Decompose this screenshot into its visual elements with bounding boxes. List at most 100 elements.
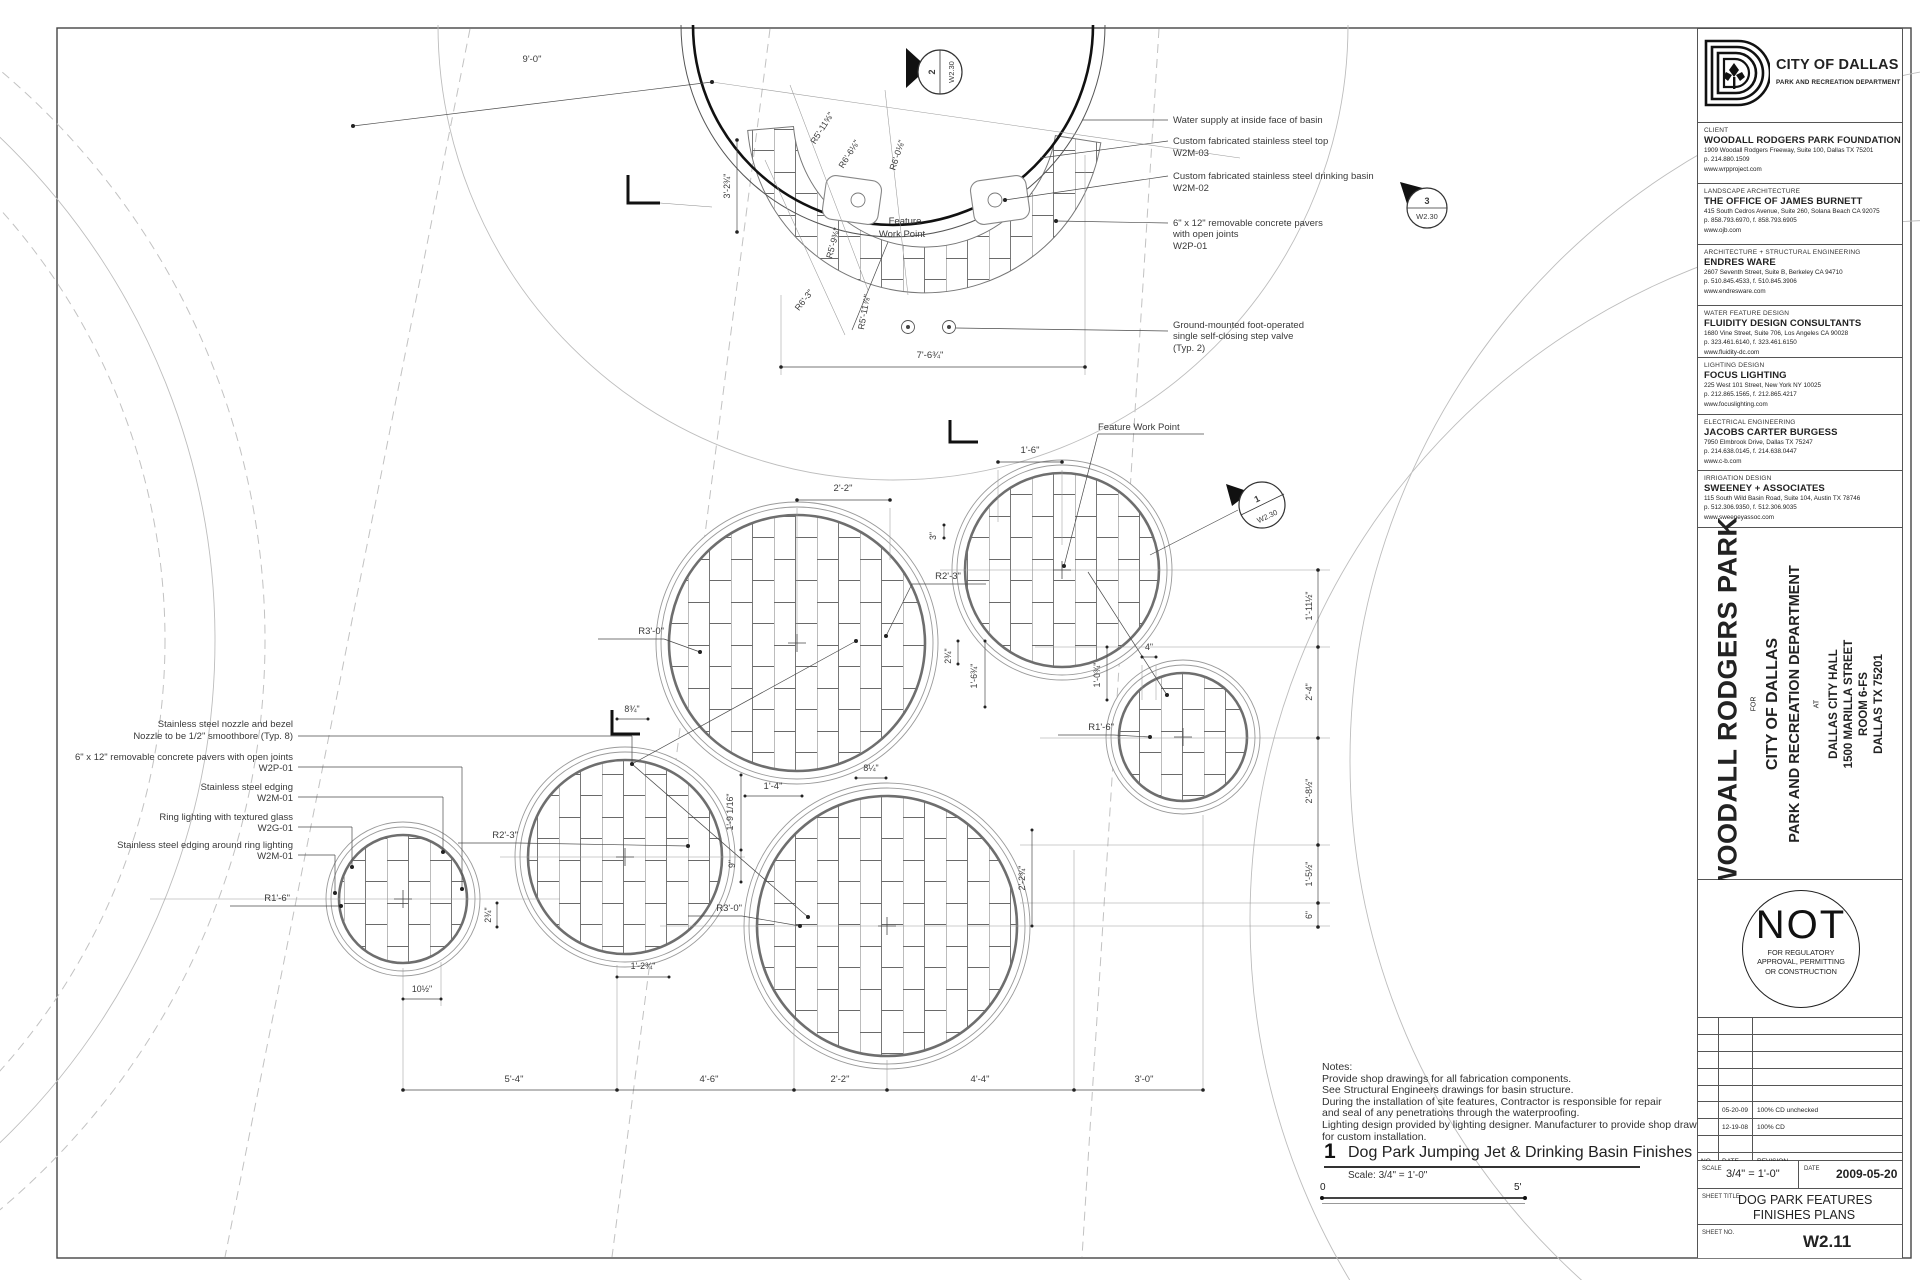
svg-text:1'-2¾": 1'-2¾" bbox=[631, 961, 656, 971]
view-number: 1 bbox=[1324, 1140, 1336, 1163]
center-crosshairs bbox=[394, 561, 1192, 935]
detail-sheet: W2.30 bbox=[1416, 212, 1438, 221]
svg-text:W2G-01: W2G-01 bbox=[258, 823, 293, 834]
consultant-electrical: ELECTRICAL ENGINEERING JACOBS CARTER BUR… bbox=[1698, 415, 1902, 471]
svg-text:Work Point: Work Point bbox=[879, 229, 926, 240]
svg-text:R6'-6⅛": R6'-6⅛" bbox=[836, 138, 861, 170]
revision-row: 05-20-09 100% CD unchecked bbox=[1698, 1102, 1902, 1120]
svg-text:Ring lighting with textured gl: Ring lighting with textured glass bbox=[159, 812, 293, 823]
svg-text:4": 4" bbox=[1145, 642, 1153, 652]
svg-text:8¾": 8¾" bbox=[624, 704, 639, 714]
title-block: CITY OF DALLAS PARK AND RECREATION DEPAR… bbox=[1697, 28, 1903, 1258]
detail-number: 3 bbox=[1424, 196, 1429, 206]
svg-text:2'-8½": 2'-8½" bbox=[1304, 779, 1314, 804]
section-cut-marks bbox=[610, 175, 978, 736]
not-stamp: NOT FOR REGULATORY APPROVAL, PERMITTING … bbox=[1698, 880, 1902, 1018]
consultant-lighting: LIGHTING DESIGN FOCUS LIGHTING 225 West … bbox=[1698, 358, 1902, 415]
svg-text:R1'-6": R1'-6" bbox=[264, 893, 290, 904]
svg-text:2'-2": 2'-2" bbox=[831, 1074, 850, 1085]
svg-text:Nozzle to be 1/2" smoothbore: Nozzle to be 1/2" smoothbore (Typ. 8) bbox=[133, 731, 293, 742]
svg-text:W2P-01: W2P-01 bbox=[1173, 241, 1207, 252]
svg-text:3'-2¾": 3'-2¾" bbox=[722, 174, 732, 199]
svg-text:3'-0": 3'-0" bbox=[1135, 1074, 1154, 1085]
dim: 9'-0" bbox=[523, 54, 542, 65]
svg-text:7'-6¾": 7'-6¾" bbox=[917, 350, 944, 361]
svg-text:R2'-3": R2'-3" bbox=[492, 830, 518, 841]
svg-text:1'-11½": 1'-11½" bbox=[1304, 591, 1314, 620]
svg-text:2'-2": 2'-2" bbox=[834, 483, 853, 494]
scale-bar: 0 5' bbox=[1318, 1182, 1530, 1210]
detail-number: 1 bbox=[1253, 493, 1262, 504]
date-value: 2009-05-20 bbox=[1836, 1167, 1898, 1181]
dimension-lines bbox=[230, 81, 1319, 1091]
svg-text:3": 3" bbox=[928, 532, 938, 540]
feature-circles bbox=[325, 459, 1261, 1070]
city-of-dallas-logo bbox=[1704, 39, 1770, 107]
consultant-water-feature: WATER FEATURE DESIGN FLUIDITY DESIGN CON… bbox=[1698, 306, 1902, 358]
sheet-border bbox=[56, 27, 1912, 1259]
feature-work-point-label: Feature Work Point bbox=[1098, 422, 1180, 433]
agency-name: CITY OF DALLAS bbox=[1776, 57, 1899, 73]
svg-text:2'-4": 2'-4" bbox=[1304, 683, 1314, 701]
view-scale: Scale: 3/4" = 1'-0" bbox=[1348, 1170, 1428, 1181]
svg-text:R6'-3": R6'-3" bbox=[793, 288, 816, 313]
svg-text:W2M-03: W2M-03 bbox=[1173, 148, 1209, 159]
circle-r3-0-upper bbox=[655, 501, 939, 785]
svg-text:R5'-11⅞": R5'-11⅞" bbox=[856, 294, 872, 331]
svg-text:1'-4": 1'-4" bbox=[764, 781, 783, 792]
dimension-dots bbox=[333, 80, 1320, 1092]
sheet-number: W2.11 bbox=[1803, 1232, 1852, 1251]
note-line: Notes: bbox=[1322, 1061, 1353, 1073]
svg-text:Stainless steel edging: Stainless steel edging bbox=[201, 782, 293, 793]
svg-text:Custom fabricated stainless st: Custom fabricated stainless steel top bbox=[1173, 136, 1328, 147]
view-title: Dog Park Jumping Jet & Drinking Basin Fi… bbox=[1348, 1144, 1729, 1161]
sheet-title-box: SHEET TITLE DOG PARK FEATURES FINISHES P… bbox=[1698, 1189, 1902, 1225]
svg-text:9": 9" bbox=[727, 860, 737, 868]
project-title-panel: WOODALL RODGERS PARK FOR CITY OF DALLAS … bbox=[1698, 516, 1902, 892]
consultant-irrigation: IRRIGATION DESIGN SWEENEY + ASSOCIATES 1… bbox=[1698, 471, 1902, 528]
svg-text:2'-2¾": 2'-2¾" bbox=[1017, 866, 1027, 891]
stamp-big: NOT bbox=[1755, 903, 1847, 947]
scale-value: 3/4" = 1'-0" bbox=[1726, 1168, 1780, 1180]
sheet-title: DOG PARK FEATURES bbox=[1738, 1193, 1873, 1207]
svg-text:4'-6": 4'-6" bbox=[700, 1074, 719, 1085]
scale-bar-start: 0 bbox=[1320, 1182, 1326, 1193]
svg-text:W2P-01: W2P-01 bbox=[259, 763, 293, 774]
step-valve-symbols bbox=[901, 320, 956, 334]
notes-block: Notes: Provide shop drawings for all fab… bbox=[1322, 1061, 1920, 1143]
svg-text:R3'-0": R3'-0" bbox=[716, 903, 742, 914]
svg-text:4'-4": 4'-4" bbox=[971, 1074, 990, 1085]
svg-text:1'-0¾": 1'-0¾" bbox=[1092, 663, 1102, 688]
svg-text:R1'-6": R1'-6" bbox=[1088, 722, 1114, 733]
svg-text:10½": 10½" bbox=[412, 984, 432, 994]
view-title-underline bbox=[1324, 1166, 1640, 1168]
paver-band bbox=[747, 125, 1102, 294]
svg-text:1'-6": 1'-6" bbox=[1021, 445, 1040, 456]
detail-sheet: W2.30 bbox=[947, 61, 956, 83]
revision-table: 05-20-09 100% CD unchecked 12-19-08 100%… bbox=[1698, 1018, 1902, 1170]
agency-header: CITY OF DALLAS PARK AND RECREATION DEPAR… bbox=[1698, 29, 1902, 123]
scale-date-row: SCALE 3/4" = 1'-0" DATE 2009-05-20 bbox=[1698, 1161, 1902, 1189]
stamp-small: FOR REGULATORY APPROVAL, PERMITTING OR C… bbox=[1757, 948, 1845, 976]
svg-text:2¾": 2¾" bbox=[483, 907, 493, 922]
svg-text:Custom fabricated stainless st: Custom fabricated stainless steel drinki… bbox=[1173, 171, 1374, 182]
detail-number: 2 bbox=[927, 69, 937, 74]
svg-text:1'-5½": 1'-5½" bbox=[1304, 862, 1314, 887]
svg-text:6" x 12" removable concrete pa: 6" x 12" removable concrete pavers bbox=[1173, 218, 1323, 229]
consultant-landscape: LANDSCAPE ARCHITECTURE THE OFFICE OF JAM… bbox=[1698, 184, 1902, 245]
detail-marker-3: 3 W2.30 bbox=[1400, 182, 1448, 229]
basin-wall-arc bbox=[691, 24, 1095, 227]
svg-text:W2M-01: W2M-01 bbox=[257, 793, 293, 804]
svg-text:R2'-3": R2'-3" bbox=[935, 571, 961, 582]
svg-text:single self-closing step valve: single self-closing step valve bbox=[1173, 331, 1293, 342]
svg-text:1'-9 1/16": 1'-9 1/16" bbox=[725, 793, 735, 830]
revision-row: 12-19-08 100% CD bbox=[1698, 1119, 1902, 1137]
svg-text:6": 6" bbox=[1304, 911, 1314, 919]
svg-text:with open joints: with open joints bbox=[1172, 229, 1239, 240]
svg-text:Ground-mounted foot-operated: Ground-mounted foot-operated bbox=[1173, 320, 1304, 331]
svg-text:2¾": 2¾" bbox=[943, 648, 953, 663]
svg-text:R6'-0⅛": R6'-0⅛" bbox=[887, 139, 906, 172]
svg-text:W2M-02: W2M-02 bbox=[1173, 183, 1209, 194]
